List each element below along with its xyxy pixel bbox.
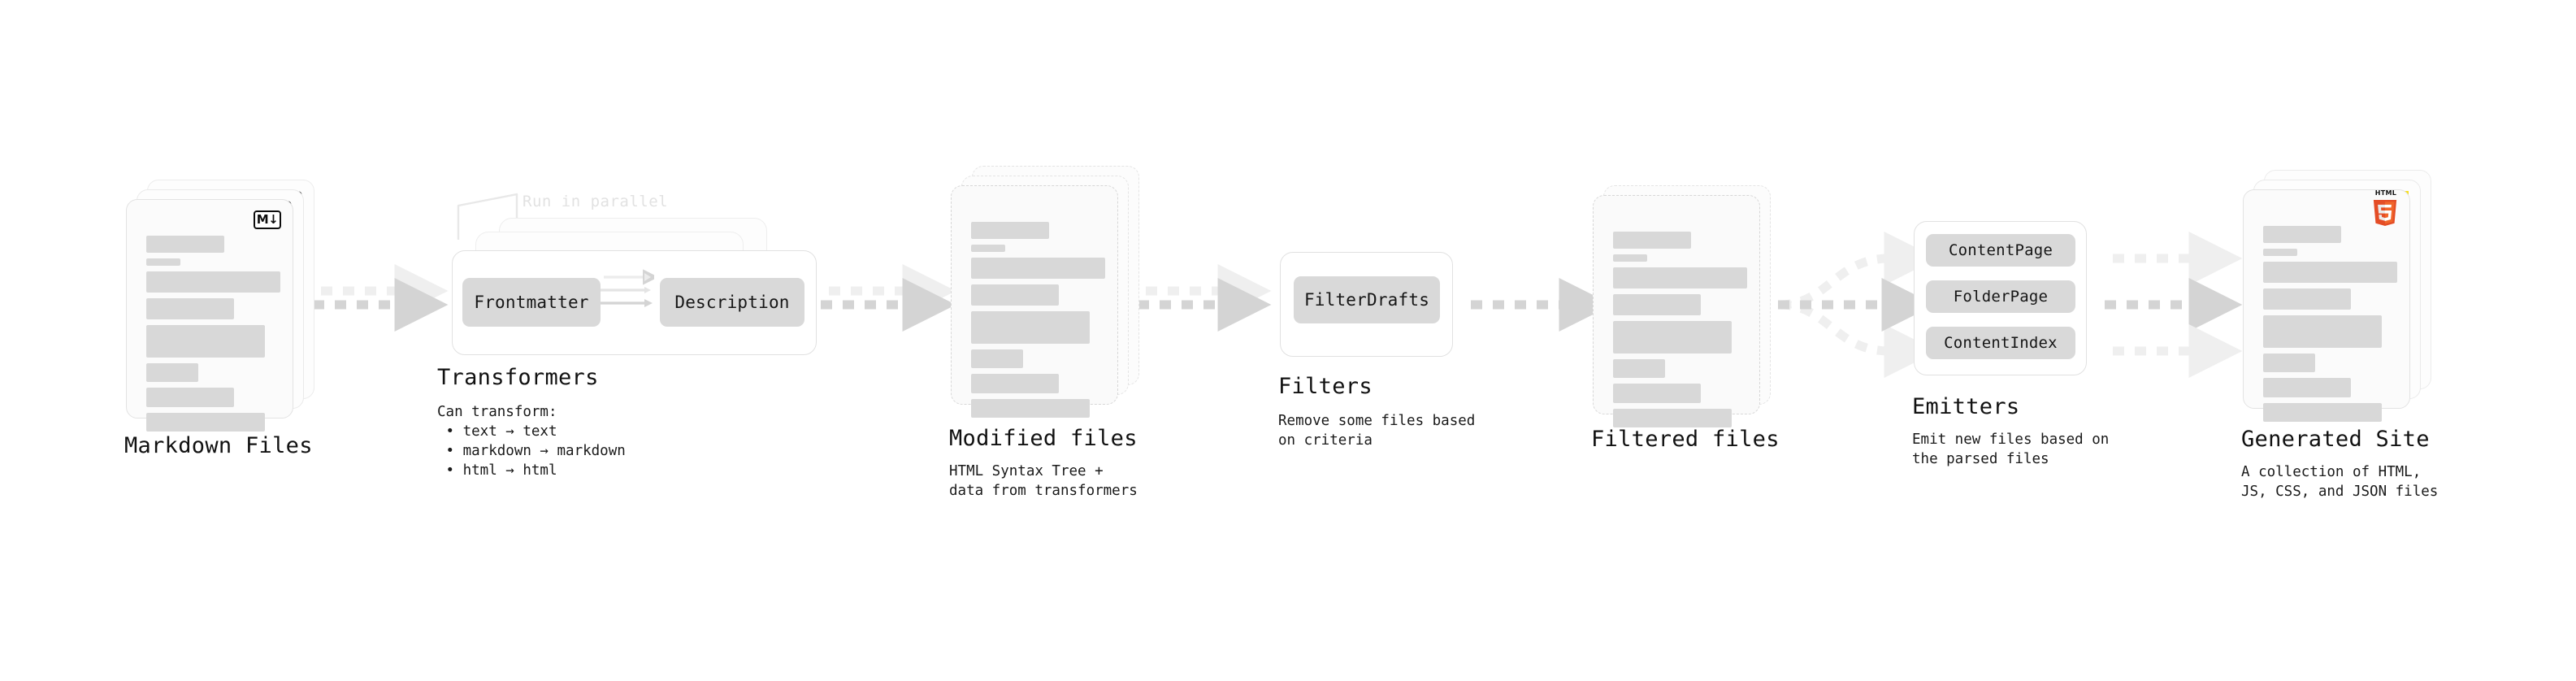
document-skeleton xyxy=(971,222,1105,423)
page-title: Emitters xyxy=(1912,394,2020,419)
document-skeleton xyxy=(1613,232,1747,433)
transformer-inner-arrows xyxy=(597,269,654,307)
modified-card-front[interactable] xyxy=(951,185,1118,418)
connector-markdown-to-transformers xyxy=(313,264,449,332)
chip-contentpage[interactable]: ContentPage xyxy=(1926,234,2075,267)
connector-modified-to-filters xyxy=(1138,264,1272,332)
connector-transformers-to-modified xyxy=(821,264,956,332)
stage-subtitle: HTML Syntax Tree + data from transformer… xyxy=(949,463,1138,499)
chip-description[interactable]: Description xyxy=(660,278,804,327)
run-in-parallel-label: Run in parallel xyxy=(523,193,669,210)
filtered-file-stack xyxy=(1593,185,1781,427)
page-title: Generated Site xyxy=(2241,427,2430,452)
page-title: Markdown Files xyxy=(124,433,313,458)
markdown-icon: M↓ xyxy=(254,210,281,229)
page-title: Filtered files xyxy=(1591,427,1780,452)
page-title: Modified files xyxy=(949,426,1138,451)
html5-icon: HTML xyxy=(2372,189,2398,226)
connector-filtered-to-emitters xyxy=(1778,232,1938,378)
modified-file-stack xyxy=(951,166,1139,418)
chip-filterdrafts[interactable]: FilterDrafts xyxy=(1294,276,1440,323)
chip-folderpage[interactable]: FolderPage xyxy=(1926,280,2075,313)
markdown-card-front[interactable]: M↓ xyxy=(126,199,293,432)
generated-site-stack: CSS JS xyxy=(2243,170,2431,422)
stage-subtitle: Remove some files based on criteria xyxy=(1278,413,1476,449)
stage-subtitle: Emit new files based on the parsed files xyxy=(1912,432,2110,467)
document-skeleton xyxy=(2263,226,2397,427)
stage-generated-site: CSS JS xyxy=(2241,170,2438,500)
generated-card-front[interactable]: HTML xyxy=(2243,189,2410,422)
markdown-file-stack: M↓ M↓ M↓ xyxy=(126,180,314,432)
stage-modified-files: Modified files HTML Syntax Tree + data f… xyxy=(949,166,1139,499)
filtered-card-front[interactable] xyxy=(1593,195,1760,427)
stage-filtered-files: Filtered files xyxy=(1591,185,1781,452)
document-skeleton xyxy=(146,236,280,437)
page-title: Transformers xyxy=(437,365,599,390)
stage-subtitle: Can transform: • text → text • markdown … xyxy=(437,404,626,479)
stage-subtitle: A collection of HTML, JS, CSS, and JSON … xyxy=(2241,464,2439,500)
stage-markdown-files: M↓ M↓ M↓ xyxy=(124,180,314,458)
page-title: Filters xyxy=(1278,374,1373,399)
chip-contentindex[interactable]: ContentIndex xyxy=(1926,327,2075,359)
html5-label: HTML xyxy=(2374,189,2397,197)
chip-frontmatter[interactable]: Frontmatter xyxy=(462,278,601,327)
connector-emitters-to-site xyxy=(2105,232,2243,378)
